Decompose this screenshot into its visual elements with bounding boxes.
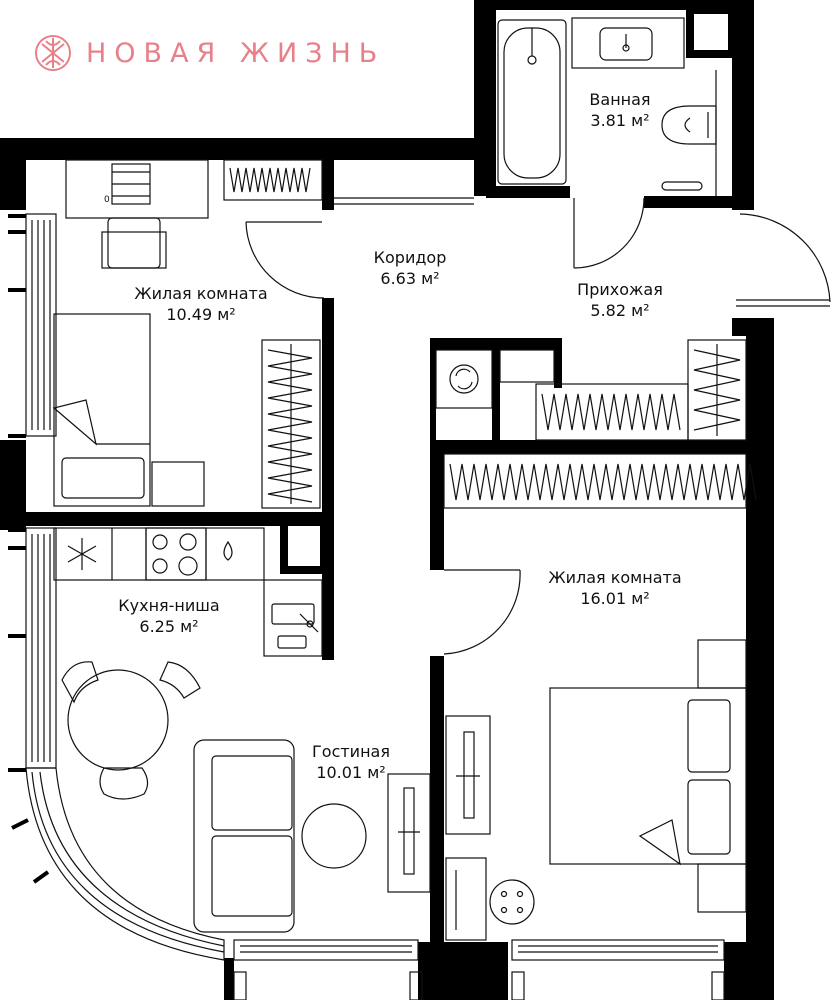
brand-logo: НОВАЯ ЖИЗНЬ [34,34,385,72]
room-area: 16.01 м² [580,588,650,608]
room-name: Коридор [373,248,447,267]
wall-top-left [0,138,486,160]
hob [145,527,207,581]
brand-name: НОВАЯ ЖИЗНЬ [86,37,386,69]
toilet [661,105,717,145]
wall-bath-bottom-right [644,196,740,208]
nightstand-bottom [697,863,747,913]
living-furniture [193,739,431,933]
room-area: 3.81 м² [590,110,650,130]
hallway-furniture [435,339,747,441]
wall-right-outer [746,318,774,1000]
bedroom-small-furniture [52,159,323,509]
shelf [445,857,487,941]
fridge-snow-icon [67,538,97,570]
wardrobe-hall-2 [687,339,747,441]
sink-kitchen [263,579,323,657]
wall-hall-bottom [430,440,760,454]
room-name: Кухня-ниша [118,596,220,615]
wall-washer-right [554,338,562,388]
stool [489,879,535,925]
washer [435,349,493,409]
coffee-table [301,803,367,869]
wall-corridor-top-stub [322,160,334,210]
walls [0,0,774,1000]
label-bedroom-small: Жилая комната 10.49 м² [116,284,286,326]
bed-large [549,687,747,865]
dining-table [67,669,169,771]
label-kitchen: Кухня-ниша 6.25 м² [104,596,234,638]
label-corridor: Коридор 6.63 м² [350,248,470,290]
brand-emblem-icon [35,35,71,71]
room-area: 5.82 м² [590,300,650,320]
chair [107,217,161,269]
room-area: 6.25 м² [139,616,199,636]
door-bedroom-small [245,221,325,299]
bottom-windows [233,939,725,1000]
room-area: 6.63 м² [380,268,440,288]
kitchen-fixtures [53,527,323,800]
wall-bedroom-big-left-2 [430,656,444,1000]
room-name: Ванная [589,90,651,109]
label-living: Гостиная 10.01 м² [296,742,406,784]
desk [65,159,209,219]
wall-bedroom-right [322,298,334,520]
wall-bath-right [732,0,754,210]
nightstand [151,461,205,507]
wall-left-outer-1 [0,138,26,210]
wardrobe-large [443,453,747,509]
label-bedroom-large: Жилая комната 16.01 м² [530,568,700,610]
room-area: 10.49 м² [166,304,236,324]
sink-counter [571,17,685,69]
chair-2 [159,661,201,699]
wall-washer-left [430,338,436,444]
wall-bottom-mid [418,942,508,1000]
door-entrance [739,213,831,303]
wall-kitchen-right [322,520,334,660]
doors [245,197,831,655]
shaft-bath [686,6,736,58]
room-name: Жилая комната [548,568,682,587]
water-drop-icon [223,540,233,561]
label-hallway: Прихожая 5.82 м² [558,280,682,322]
room-area: 10.01 м² [316,762,386,782]
chair-1 [61,661,99,704]
desk-bedroom [445,715,491,835]
towel-rail [661,181,703,191]
chair-3 [99,767,149,800]
bathroom-fixtures [497,6,736,196]
room-name: Жилая комната [134,284,268,303]
wall-right-stub [732,318,762,336]
left-balcony [25,213,225,961]
nightstand-top [697,639,747,689]
wall-bottom-right [724,942,774,1000]
shaft [280,516,328,574]
wall-washer-mid [492,338,500,444]
wall-bedroom-big-left [430,440,444,570]
room-name: Гостиная [312,742,390,761]
label-bathroom: Ванная 3.81 м² [570,90,670,132]
wall-bottom-left [224,958,234,1000]
laptop-label: 0 [104,195,110,205]
bathtub [497,19,567,185]
tv-stand [387,773,431,893]
radiator [223,159,323,201]
wall-kitchen-top [0,512,334,526]
wall-bath-top [474,0,754,10]
wall-bath-left [474,0,496,196]
left-window-ticks [8,214,50,884]
bed-small [53,313,151,507]
room-name: Прихожая [577,280,663,299]
wardrobe-small [261,339,321,509]
wall-bath-bottom-left [486,186,570,198]
bedroom-large-furniture [443,453,757,941]
sofa [193,739,295,933]
